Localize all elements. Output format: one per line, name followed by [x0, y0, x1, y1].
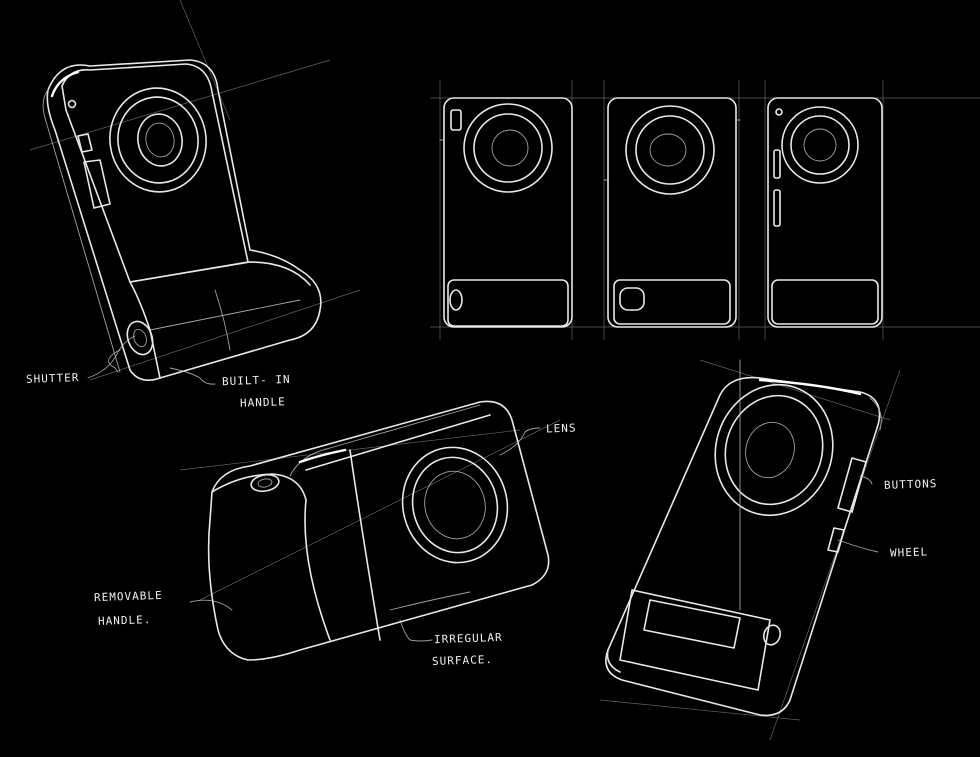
- camera-perspective-3: [605, 359, 882, 717]
- camera-perspective-1: [42, 59, 322, 381]
- label-shutter: SHUTTER: [25, 371, 80, 386]
- camera-front-view-right: [767, 97, 883, 328]
- label-buttons: BUTTONS: [883, 477, 938, 492]
- leader-lines: [87, 335, 879, 642]
- label-wheel: WHEEL: [889, 545, 929, 560]
- label-surface: SURFACE.: [431, 652, 494, 669]
- label-lens: LENS: [545, 421, 577, 436]
- camera-front-view-left: [439, 97, 573, 328]
- camera-front-view-center: [603, 97, 741, 328]
- label-built-in: BUILT- IN: [221, 372, 291, 389]
- camera-perspective-2: [207, 400, 550, 661]
- label-handle: HANDLE: [239, 395, 286, 410]
- label-removable-handle: HANDLE.: [97, 613, 152, 628]
- label-removable: REMOVABLE: [93, 588, 163, 605]
- label-irregular: IRREGULAR: [433, 630, 503, 647]
